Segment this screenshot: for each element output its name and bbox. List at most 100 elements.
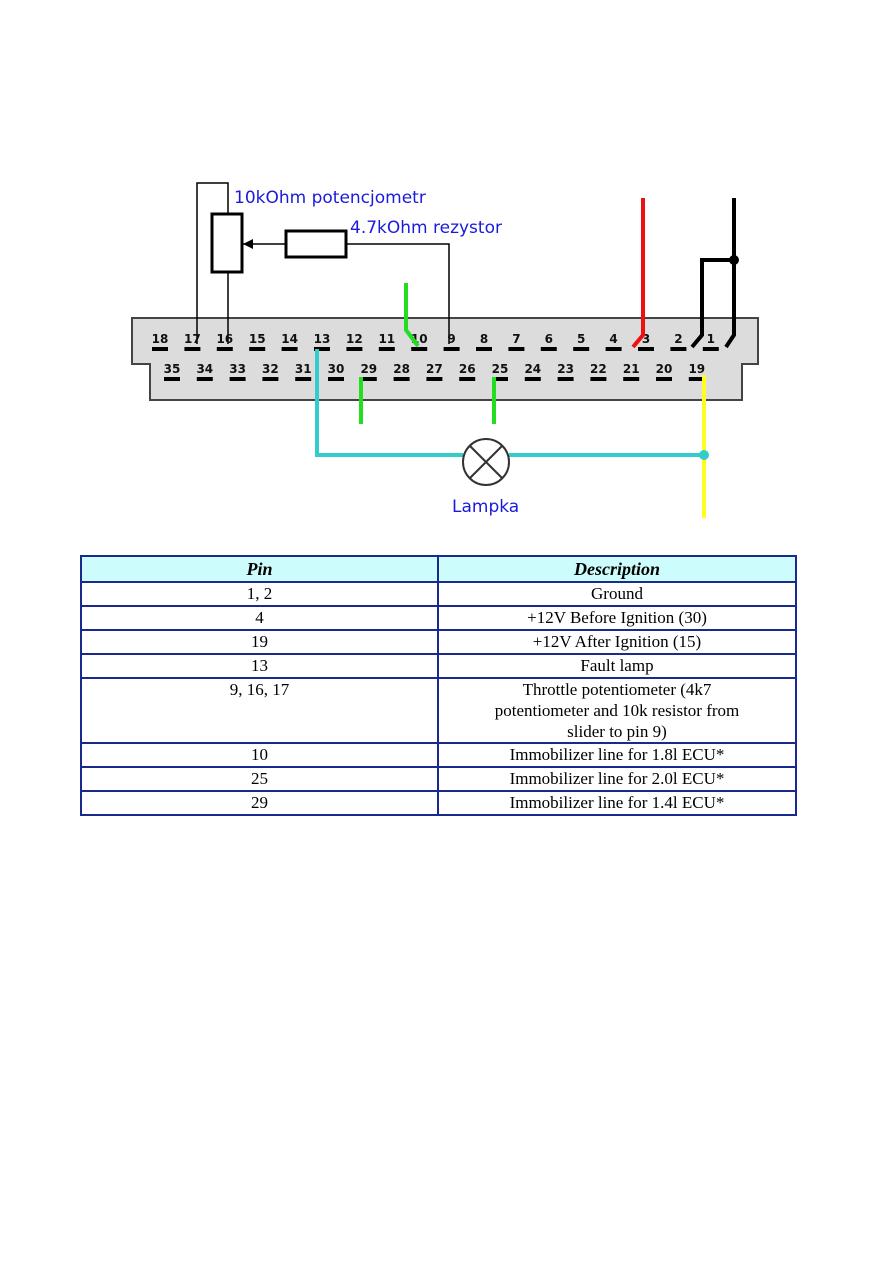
description-line: Throttle potentiometer (4k7	[522, 680, 712, 699]
bottom-row-pin-contact	[557, 377, 574, 381]
pin-cell: 9, 16, 17	[80, 677, 439, 744]
bottom-row-pin-contact	[426, 377, 443, 381]
top-row-pin-label: 9	[447, 332, 455, 346]
top-row-pin-contact	[702, 347, 719, 351]
table-row: 13 Fault lamp	[80, 653, 797, 679]
pin-cell: 1, 2	[80, 581, 439, 607]
top-row-pin-label: 5	[577, 332, 585, 346]
top-row-pin-contact	[314, 347, 330, 351]
top-row-pin-contact	[443, 347, 460, 351]
bottom-row-pin-label: 34	[196, 362, 213, 376]
pin-cell: 25	[80, 766, 439, 792]
top-row-pin-label: 4	[609, 332, 617, 346]
description-cell: Immobilizer line for 2.0l ECU*	[437, 766, 797, 792]
top-row-pin-contact	[346, 347, 363, 351]
bottom-row-pin-label: 27	[426, 362, 443, 376]
description-cell: Immobilizer line for 1.8l ECU*	[437, 742, 797, 768]
top-row-pin-contact	[638, 347, 654, 351]
description-line: Fault lamp	[580, 656, 654, 675]
top-row-pin-label: 6	[545, 332, 553, 346]
description-column-header: Description	[437, 555, 797, 583]
bottom-row-pin-contact	[590, 377, 607, 381]
bottom-row-pin-contact	[229, 377, 246, 381]
lamp-junction	[699, 450, 709, 460]
description-cell: Fault lamp	[437, 653, 797, 679]
top-row-pin-label: 3	[642, 332, 650, 346]
pin-column-header: Pin	[80, 555, 439, 583]
top-row-pin-label: 7	[512, 332, 520, 346]
bottom-row-pin-label: 30	[328, 362, 345, 376]
bottom-row-pin-contact	[524, 377, 541, 381]
description-line: +12V After Ignition (15)	[532, 632, 702, 651]
bottom-row-pin-label: 35	[164, 362, 181, 376]
wiper-arrow	[243, 239, 253, 249]
top-row-pin-label: 18	[152, 332, 169, 346]
table-header-row: Pin Description	[80, 555, 797, 583]
potentiometer-label: 10kOhm potencjometr	[234, 188, 426, 208]
black-wires	[690, 198, 736, 349]
top-row-pin-contact	[249, 347, 266, 351]
bottom-row-pin-label: 25	[492, 362, 509, 376]
table-row: 19 +12V After Ignition (15)	[80, 629, 797, 655]
pin-cell: 13	[80, 653, 439, 679]
description-line: Immobilizer line for 2.0l ECU*	[509, 769, 725, 788]
lamp-icon	[462, 438, 510, 486]
green-wires	[359, 283, 496, 424]
table-row: 29 Immobilizer line for 1.4l ECU*	[80, 790, 797, 816]
description-cell: Immobilizer line for 1.4l ECU*	[437, 790, 797, 816]
bottom-row-pin-contact	[492, 377, 508, 381]
top-row-pin-contact	[573, 347, 590, 351]
top-row-pin-contact	[184, 347, 201, 351]
table-row: 4 +12V Before Ignition (30)	[80, 605, 797, 631]
table-row: 1, 2 Ground	[80, 581, 797, 607]
bottom-row-pin-label: 22	[590, 362, 607, 376]
top-row-pin-contact	[152, 347, 168, 351]
top-row-pin-contact	[540, 347, 557, 351]
top-row-pin-contact	[508, 347, 525, 351]
pin-cell: 4	[80, 605, 439, 631]
lamp-label: Lampka	[452, 497, 519, 517]
top-row-pin-label: 17	[184, 332, 201, 346]
bottom-row-pin-contact	[328, 377, 344, 381]
top-row-pin-contact	[378, 347, 395, 351]
description-line: Immobilizer line for 1.4l ECU*	[509, 793, 725, 812]
bottom-row-pin-label: 24	[524, 362, 541, 376]
description-line: +12V Before Ignition (30)	[527, 608, 707, 627]
description-line: Immobilizer line for 1.8l ECU*	[509, 745, 725, 764]
bottom-row-pin-label: 26	[459, 362, 476, 376]
top-row-pin-label: 12	[346, 332, 363, 346]
table-row: 25 Immobilizer line for 2.0l ECU*	[80, 766, 797, 792]
top-row-pin-contact	[281, 347, 298, 351]
top-row-pin-label: 14	[281, 332, 298, 346]
pin-cell: 29	[80, 790, 439, 816]
bottom-row-pin-label: 20	[656, 362, 673, 376]
bottom-row-pin-contact	[360, 377, 377, 381]
description-line: Ground	[591, 584, 643, 603]
top-row-pin-contact	[216, 347, 233, 351]
description-cell: +12V After Ignition (15)	[437, 629, 797, 655]
top-row-pin-label: 1	[707, 332, 715, 346]
top-row-pin-label: 16	[216, 332, 233, 346]
bottom-row-pin-label: 33	[229, 362, 246, 376]
lamp-wire	[315, 349, 463, 457]
connector-body	[131, 317, 759, 401]
top-row-pin-label: 2	[674, 332, 682, 346]
description-line: slider to pin 9)	[567, 722, 667, 741]
top-row-pin-contact	[605, 347, 622, 351]
description-cell: +12V Before Ignition (30)	[437, 605, 797, 631]
potentiometer-circuit	[196, 182, 450, 344]
bottom-row-pin-label: 21	[623, 362, 640, 376]
top-row-pin-contact	[476, 347, 492, 351]
bottom-row-pin-contact	[459, 377, 476, 381]
pin-cell: 10	[80, 742, 439, 768]
pin-cell: 19	[80, 629, 439, 655]
bottom-row-pin-contact	[295, 377, 312, 381]
bottom-row-pin-label: 28	[393, 362, 410, 376]
red-wire	[631, 198, 645, 349]
bottom-row-pin-contact	[164, 377, 180, 381]
